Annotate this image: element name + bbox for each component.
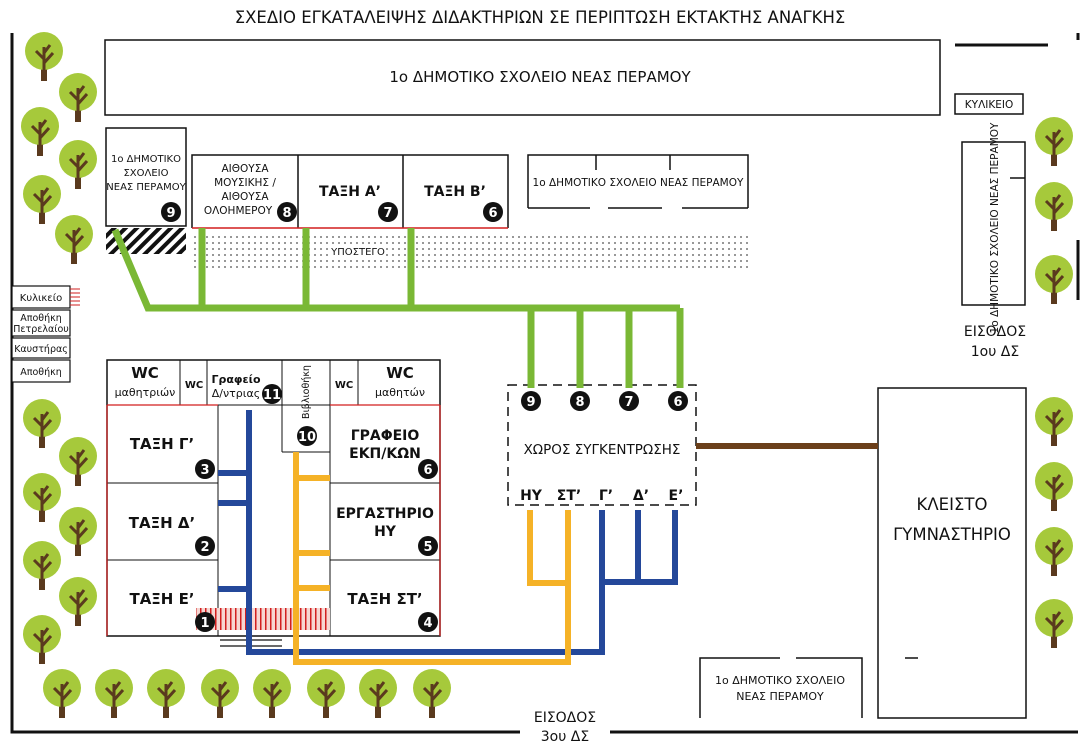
wc-small-left: WC <box>185 380 203 391</box>
right-school-building <box>961 141 1026 306</box>
marker-10: 10 <box>298 430 316 445</box>
marker-9-top: 9 <box>166 206 175 221</box>
side-canteen-label: Κυλικείο <box>20 292 62 304</box>
canteen-box <box>954 93 1024 115</box>
bottom-annex-line-1: 1ο ΔΗΜΟΤΙΚΟ ΣΧΟΛΕΙΟ <box>715 674 845 687</box>
main-school-building <box>104 39 941 116</box>
bottom-annex <box>699 657 918 718</box>
gym-line-2: ΓΥΜΝΑΣΤΗΡΙΟ <box>893 525 1011 544</box>
class-d-label: ΤΑΞΗ Δ’ <box>129 514 195 532</box>
corner-line-3: ΝΕΑΣ ΠΕΡΑΜΟΥ <box>106 182 186 193</box>
assembly-group-st: ΣΤ’ <box>557 488 581 504</box>
marker-11: 11 <box>263 388 281 403</box>
bottom-annex-line-2: ΝΕΑΣ ΠΕΡΑΜΟΥ <box>736 690 824 703</box>
entrance-3-line-1: ΕΙΣΟΔΟΣ <box>534 710 596 726</box>
computer-lab-line-1: ΕΡΓΑΣΤΗΡΙΟ <box>336 506 434 522</box>
marker-4: 4 <box>423 616 432 631</box>
class-a-label: ΤΑΞΗ Α’ <box>319 184 381 200</box>
corner-line-2: ΣΧΟΛΕΙΟ <box>123 168 168 179</box>
canteen-label: ΚΥΛΙΚΕΙΟ <box>965 99 1013 111</box>
assembly-group-c: Γ’ <box>599 488 613 504</box>
wc-boys-title: WC <box>386 364 414 382</box>
oil-storage-line-1: Αποθήκη <box>20 313 61 324</box>
office-title: Γραφείο <box>211 373 260 386</box>
storage-box <box>11 359 71 383</box>
corridor-stairs <box>196 608 330 630</box>
marker-8-assembly: 8 <box>575 395 584 410</box>
marker-3: 3 <box>200 463 209 478</box>
assembly-group-d: Δ’ <box>633 488 649 504</box>
boiler-label: Καυστήρας <box>14 344 68 355</box>
library-label: Βιβλιοθήκη <box>301 365 312 419</box>
marker-5: 5 <box>423 540 432 555</box>
assembly-area-label: ΧΩΡΟΣ ΣΥΓΚΕΝΤΡΩΣΗΣ <box>524 442 681 458</box>
site-boundary <box>10 33 1080 734</box>
rooms-row-top <box>191 154 509 228</box>
marker-8-top: 8 <box>282 206 291 221</box>
corner-line-1: 1ο ΔΗΜΟΤΙΚΟ <box>111 154 181 165</box>
annex-building <box>527 154 749 209</box>
wc-small-right: WC <box>335 380 353 391</box>
main-school-label: 1ο ΔΗΜΟΤΙΚΟ ΣΧΟΛΕΙΟ ΝΕΑΣ ΠΕΡΑΜΟΥ <box>389 68 691 86</box>
computer-lab-line-2: ΗΥ <box>374 524 397 540</box>
basement-area <box>192 234 748 270</box>
entrance-1-line-2: 1ου ΔΣ <box>971 344 1019 360</box>
teachers-office-line-2: ΕΚΠ/ΚΩΝ <box>349 446 421 462</box>
teachers-office-line-1: ΓΡΑΦΕΙΟ <box>351 428 420 444</box>
marker-6: 6 <box>423 463 432 478</box>
assembly-group-hy: ΗΥ <box>520 488 543 504</box>
music-line-2: ΜΟΥΣΙΚΗΣ / <box>214 177 276 189</box>
marker-7-assembly: 7 <box>624 395 633 410</box>
music-line-3: ΑΙΘΟΥΣΑ <box>221 191 269 203</box>
oil-storage-box <box>11 309 71 337</box>
wc-boys-sub: μαθητών <box>375 386 425 399</box>
marker-6-assembly: 6 <box>673 395 682 410</box>
class-st-label: ΤΑΞΗ ΣΤ’ <box>347 590 422 608</box>
annex-label: 1ο ΔΗΜΟΤΙΚΟ ΣΧΟΛΕΙΟ ΝΕΑΣ ΠΕΡΑΜΟΥ <box>533 177 744 189</box>
wc-girls-sub: μαθητριών <box>115 386 176 399</box>
number-markers: 9 8 7 6 9 8 7 6 11 10 3 2 1 6 5 4 <box>161 202 688 632</box>
marker-1: 1 <box>200 616 209 631</box>
class-c-label: ΤΑΞΗ Γ’ <box>130 435 194 453</box>
page-title: ΣΧΕΔΙΟ ΕΓΚΑΤΑΛΕΙΨΗΣ ΔΙΔΑΚΤΗΡΙΩΝ ΣΕ ΠΕΡΙΠ… <box>235 8 846 27</box>
entrance-3-line-2: 3ου ΔΣ <box>541 729 589 743</box>
marker-2: 2 <box>200 540 209 555</box>
orange-route <box>293 452 571 665</box>
assembly-group-e: Ε’ <box>669 488 684 504</box>
gym-building <box>877 387 1027 719</box>
right-school-label: 1ο ΔΗΜΟΤΙΚΟ ΣΧΟΛΕΙΟ ΝΕΑΣ ΠΕΡΑΜΟΥ <box>989 122 1001 333</box>
class-e-label: ΤΑΞΗ Ε’ <box>129 590 194 608</box>
marker-6-top: 6 <box>488 206 497 221</box>
boiler-box <box>11 337 71 359</box>
gym-line-1: ΚΛΕΙΣΤΟ <box>917 495 988 514</box>
marker-9-assembly: 9 <box>526 395 535 410</box>
class-b-label: ΤΑΞΗ Β’ <box>424 184 486 200</box>
marker-7-top: 7 <box>383 206 392 221</box>
entrance-1-line-1: ΕΙΣΟΔΟΣ <box>964 324 1026 340</box>
music-line-1: ΑΙΘΟΥΣΑ <box>221 163 269 175</box>
lower-building-walls <box>107 360 440 636</box>
office-sub: Δ/ντριας <box>212 387 260 400</box>
music-line-4: ΟΛΟΗΜΕΡΟΥ <box>204 205 273 217</box>
lower-building-redlines <box>106 404 441 636</box>
basement-label: ΥΠΟΣΤΕΓΟ <box>330 247 385 258</box>
green-route <box>111 228 684 388</box>
oil-storage-line-2: Πετρελαίου <box>13 324 69 335</box>
wc-girls-title: WC <box>131 364 159 382</box>
storage-label: Αποθήκη <box>20 367 61 378</box>
blue-route <box>218 410 678 655</box>
